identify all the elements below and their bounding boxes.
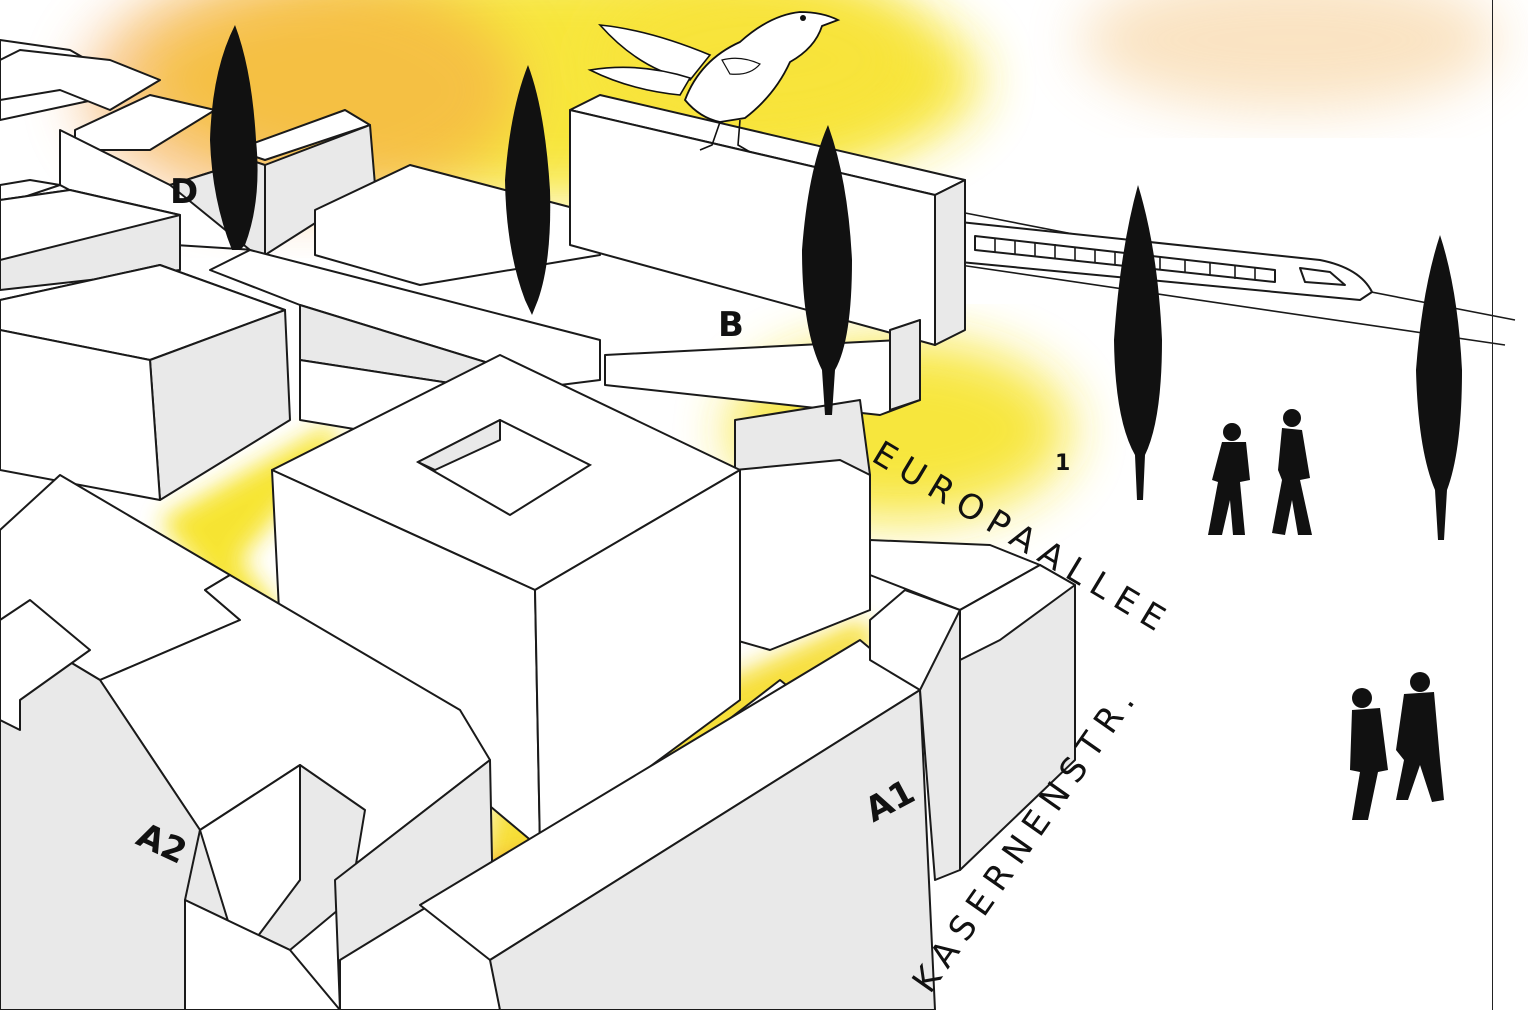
frame-edge — [1492, 0, 1493, 1010]
label-building-d: D — [170, 172, 198, 212]
label-building-b: B — [718, 305, 744, 345]
pedestrian-icon — [1208, 409, 1444, 820]
marker-number: 1 — [1055, 451, 1070, 476]
